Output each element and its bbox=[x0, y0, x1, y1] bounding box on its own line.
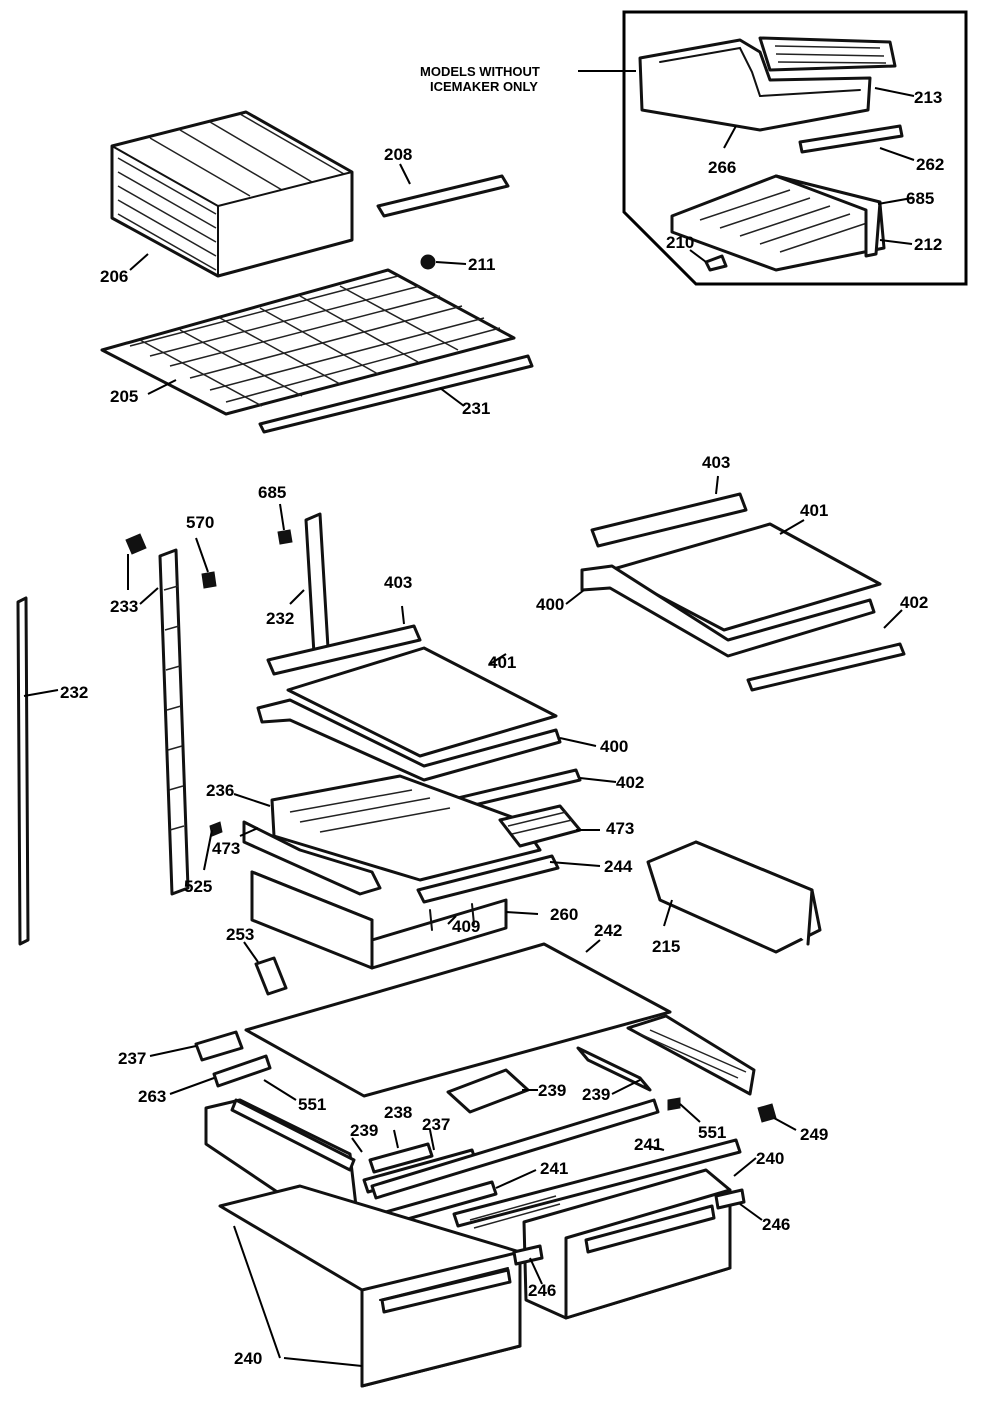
label-570: 570 bbox=[186, 513, 214, 532]
ladder-232 bbox=[158, 548, 190, 896]
label-246-right: 246 bbox=[762, 1215, 790, 1234]
wire-shelf-205 bbox=[100, 268, 516, 416]
clip-409 bbox=[429, 903, 475, 931]
glass-401-mid bbox=[286, 646, 558, 758]
rail-402-right bbox=[746, 642, 906, 692]
label-208: 208 bbox=[384, 145, 412, 164]
drawer-260-front bbox=[250, 870, 374, 970]
label-206: 206 bbox=[100, 267, 128, 286]
inset-panel: MODELS WITHOUT ICEMAKER ONLY bbox=[420, 10, 968, 286]
label-551-left: 551 bbox=[298, 1095, 326, 1114]
glass-242 bbox=[244, 942, 672, 1098]
frame-400-right bbox=[580, 564, 876, 658]
label-210: 210 bbox=[666, 233, 694, 252]
label-239-left: 239 bbox=[350, 1121, 378, 1140]
ice-tray-212 bbox=[670, 174, 886, 272]
rail-long-center bbox=[370, 1098, 660, 1200]
label-233: 233 bbox=[110, 597, 138, 616]
label-400-right: 400 bbox=[536, 595, 564, 614]
label-551-right: 551 bbox=[698, 1123, 726, 1142]
label-239-center: 239 bbox=[538, 1081, 566, 1100]
handle-246-left bbox=[512, 1244, 544, 1266]
label-215: 215 bbox=[652, 937, 680, 956]
label-237-center: 237 bbox=[422, 1115, 450, 1134]
label-253: 253 bbox=[226, 925, 254, 944]
inset-note-line1: MODELS WITHOUT bbox=[420, 64, 540, 79]
trim-232-left bbox=[16, 596, 30, 946]
ladder-232-upper bbox=[304, 512, 330, 656]
bin-215 bbox=[646, 840, 822, 954]
label-401-mid: 401 bbox=[488, 653, 516, 672]
label-249: 249 bbox=[800, 1125, 828, 1144]
label-266: 266 bbox=[708, 158, 736, 177]
label-402-right: 402 bbox=[900, 593, 928, 612]
clip-233 bbox=[125, 533, 147, 555]
label-232-upper: 232 bbox=[266, 609, 294, 628]
label-232-left: 232 bbox=[60, 683, 88, 702]
glass-401-right bbox=[608, 522, 882, 632]
label-525: 525 bbox=[184, 877, 212, 896]
label-260: 260 bbox=[550, 905, 578, 924]
basket-206 bbox=[110, 110, 354, 278]
label-239-right: 239 bbox=[582, 1085, 610, 1104]
label-685-inset: 685 bbox=[906, 189, 934, 208]
label-400-mid: 400 bbox=[600, 737, 628, 756]
label-401-right: 401 bbox=[800, 501, 828, 520]
rail-239-right2 bbox=[576, 1046, 652, 1092]
handle-246-right bbox=[714, 1188, 746, 1210]
label-242: 242 bbox=[594, 921, 622, 940]
label-240-right: 240 bbox=[756, 1149, 784, 1168]
label-685: 685 bbox=[258, 483, 286, 502]
label-238: 238 bbox=[384, 1103, 412, 1122]
rail-244 bbox=[416, 854, 560, 904]
rail-263 bbox=[212, 1054, 272, 1088]
screw-249 bbox=[757, 1103, 777, 1123]
clip-210 bbox=[704, 254, 728, 272]
label-231: 231 bbox=[462, 399, 490, 418]
knob-211 bbox=[420, 254, 436, 270]
rail-262 bbox=[798, 124, 904, 154]
label-241-upper: 241 bbox=[634, 1135, 662, 1154]
label-213: 213 bbox=[914, 88, 942, 107]
bracket-253 bbox=[254, 956, 288, 996]
label-212: 212 bbox=[914, 235, 942, 254]
rail-473-left bbox=[242, 820, 382, 896]
screw-551-right bbox=[667, 1097, 681, 1111]
label-240-left: 240 bbox=[234, 1349, 262, 1368]
rail-241-grip bbox=[469, 1195, 561, 1229]
label-262: 262 bbox=[916, 155, 944, 174]
label-205: 205 bbox=[110, 387, 138, 406]
label-246-left: 246 bbox=[528, 1281, 556, 1300]
crisper-drawer-240-right bbox=[522, 1168, 732, 1320]
rail-238 bbox=[368, 1142, 434, 1174]
ice-bin-266 bbox=[638, 36, 897, 132]
rail-237-left bbox=[194, 1030, 244, 1062]
label-473-left: 473 bbox=[212, 839, 240, 858]
label-409: 409 bbox=[452, 917, 480, 936]
label-211: 211 bbox=[468, 255, 495, 274]
rail-208 bbox=[376, 174, 510, 218]
rail-239-left bbox=[230, 1098, 356, 1172]
label-236: 236 bbox=[206, 781, 234, 800]
rail-231 bbox=[258, 354, 534, 434]
rail-239-center bbox=[446, 1068, 530, 1114]
label-241-lower: 241 bbox=[540, 1159, 568, 1178]
label-244: 244 bbox=[604, 857, 633, 876]
inset-note-line2: ICEMAKER ONLY bbox=[430, 79, 538, 94]
screw-570 bbox=[201, 571, 217, 589]
label-263: 263 bbox=[138, 1087, 166, 1106]
screw-685 bbox=[277, 529, 293, 545]
rail-403-mid bbox=[266, 624, 422, 676]
crisper-drawer-240-left bbox=[218, 1184, 522, 1388]
frame-400-mid bbox=[256, 698, 562, 782]
label-402-mid: 402 bbox=[616, 773, 644, 792]
rail-403-right bbox=[590, 492, 748, 548]
rail-239-right bbox=[626, 1014, 756, 1096]
label-403-mid: 403 bbox=[384, 573, 412, 592]
label-403-right: 403 bbox=[702, 453, 730, 472]
label-237-left: 237 bbox=[118, 1049, 146, 1068]
label-473-right: 473 bbox=[606, 819, 634, 838]
